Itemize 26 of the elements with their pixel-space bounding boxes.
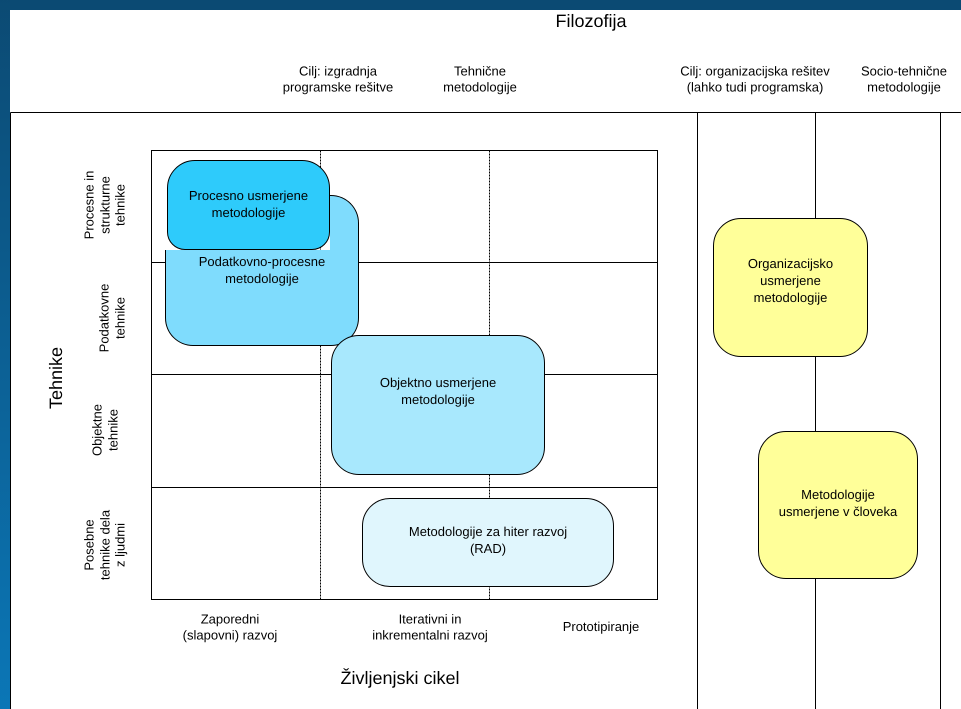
methodology-box: [165, 250, 359, 346]
methodology-name: Metodologije za hiter razvoj (RAD): [408, 523, 568, 557]
axis-label: Iterativni in inkrementalni razvoj: [371, 611, 489, 643]
methodology-box: [713, 218, 868, 357]
methodology-name: Objektno usmerjene metodologije: [378, 374, 498, 408]
row-label: Posebne tehnike dela z ljudmi: [82, 508, 128, 582]
methodology-box: [167, 160, 330, 250]
axis-label: Zaporedni (slapovni) razvoj: [182, 611, 278, 643]
axis-label: Filozofija: [554, 11, 628, 33]
axis-label: Cilj: organizacijska rešitev (lahko tudi programska): [679, 63, 831, 95]
methodology-name: Podatkovno-procesne metodologije: [198, 253, 326, 287]
methodology-name: Organizacijsko usmerjene metodologije: [746, 255, 834, 306]
row-label: Podatkovne tehnike: [96, 282, 128, 354]
axis-label: Prototipiranje: [562, 619, 640, 635]
row-label: Procesne in strukturne tehnike: [82, 170, 128, 242]
axis-label: Cilj: izgradnja programske rešitve: [282, 63, 394, 95]
methodology-name: Metodologije usmerjene v človeka: [778, 486, 898, 520]
axis-label: Tehnične metodologije: [442, 63, 518, 95]
row-label: Tehnike: [46, 346, 68, 412]
row-label: Objektne tehnike: [89, 402, 121, 458]
methodology-name: Procesno usmerjene metodologije: [188, 187, 310, 221]
axis-label: Življenjski cikel: [339, 668, 461, 690]
methodology-box: [758, 431, 918, 579]
axis-label: Socio-tehnične metodologije: [860, 63, 948, 95]
methodology-box: [362, 498, 614, 587]
methodology-box: [331, 335, 545, 475]
